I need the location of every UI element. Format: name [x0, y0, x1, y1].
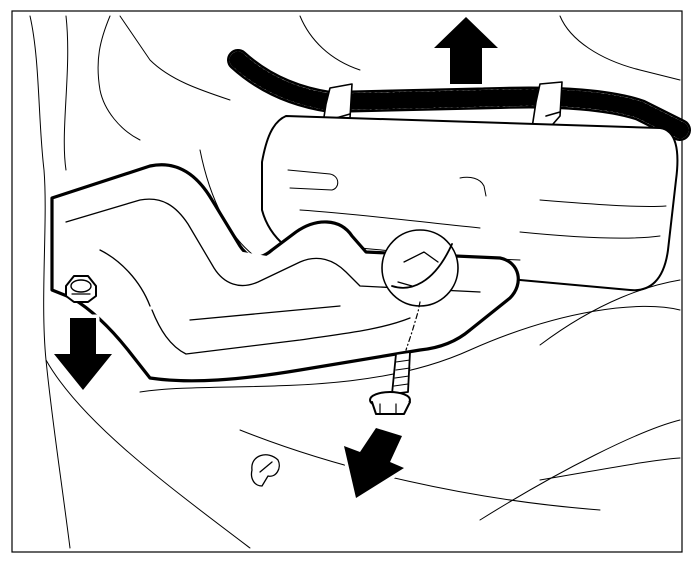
flange-bolt-icon	[369, 351, 411, 415]
detail-circle	[381, 229, 459, 351]
wiring-harness	[227, 49, 691, 141]
panel-clip-icon	[250, 454, 280, 487]
remove-left-nut-arrow	[50, 314, 116, 394]
body-panel-outline	[29, 15, 681, 549]
mounting-bracket	[50, 163, 520, 383]
remove-bolt-arrow	[340, 424, 408, 502]
lift-harness-arrow	[430, 13, 502, 88]
left-nut-icon	[65, 275, 97, 303]
